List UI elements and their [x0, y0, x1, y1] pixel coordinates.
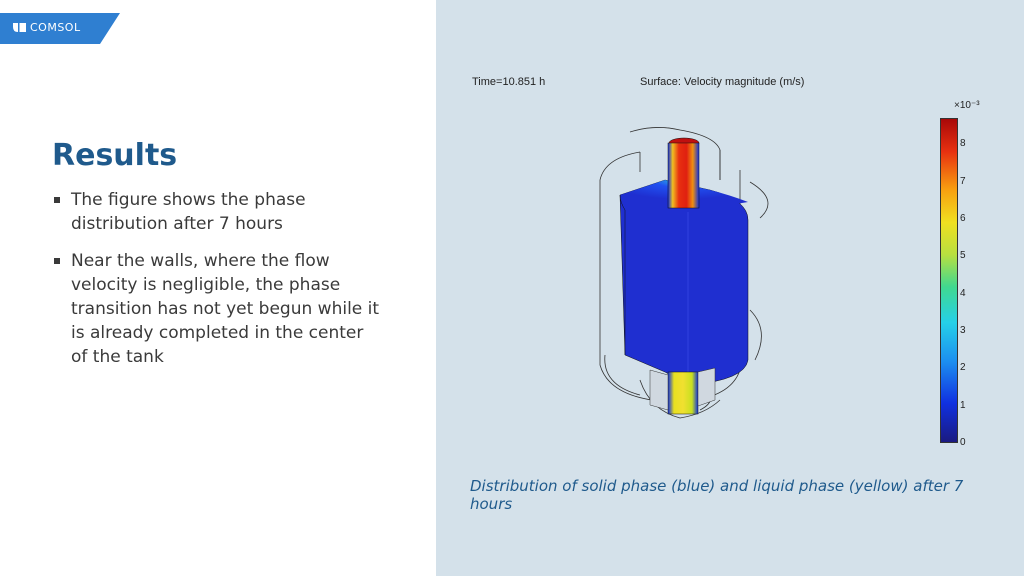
- figure-caption: Distribution of solid phase (blue) and l…: [470, 477, 964, 513]
- square-bullet-icon: [54, 258, 60, 264]
- scale-tick-label: 7: [960, 175, 966, 187]
- outlet-pipe: [667, 371, 699, 415]
- bullet-item: Near the walls, where the flow velocity …: [52, 249, 382, 369]
- bullet-text: Near the walls, where the flow velocity …: [71, 251, 380, 367]
- square-bullet-icon: [54, 197, 60, 203]
- scale-tick-label: 6: [960, 212, 966, 224]
- scale-tick-label: 3: [960, 324, 966, 336]
- scale-multiplier: ×10⁻³: [954, 100, 980, 111]
- scale-tick-label: 1: [960, 399, 966, 411]
- text-panel: COMSOL Results The figure shows the phas…: [0, 0, 436, 576]
- comsol-logo-icon: [13, 23, 26, 32]
- bullet-text: The figure shows the phase distribution …: [71, 190, 306, 234]
- scale-tick-label: 2: [960, 362, 966, 374]
- bullet-item: The figure shows the phase distribution …: [52, 188, 382, 236]
- bullet-list: The figure shows the phase distribution …: [52, 188, 382, 382]
- brand-tab: [0, 13, 120, 44]
- scale-tick-label: 5: [960, 250, 966, 262]
- time-label: Time=10.851 h: [472, 76, 546, 88]
- color-scale-bar: [940, 118, 958, 443]
- brand-name: COMSOL: [30, 21, 81, 34]
- scale-tick-label: 8: [960, 138, 966, 150]
- simulation-plot: [599, 127, 769, 419]
- scale-tick-label: 0: [960, 437, 966, 448]
- scale-tick-label: 4: [960, 287, 966, 299]
- page-title: Results: [52, 138, 178, 173]
- surface-label: Surface: Velocity magnitude (m/s): [640, 76, 805, 88]
- inlet-pipe: [667, 142, 700, 209]
